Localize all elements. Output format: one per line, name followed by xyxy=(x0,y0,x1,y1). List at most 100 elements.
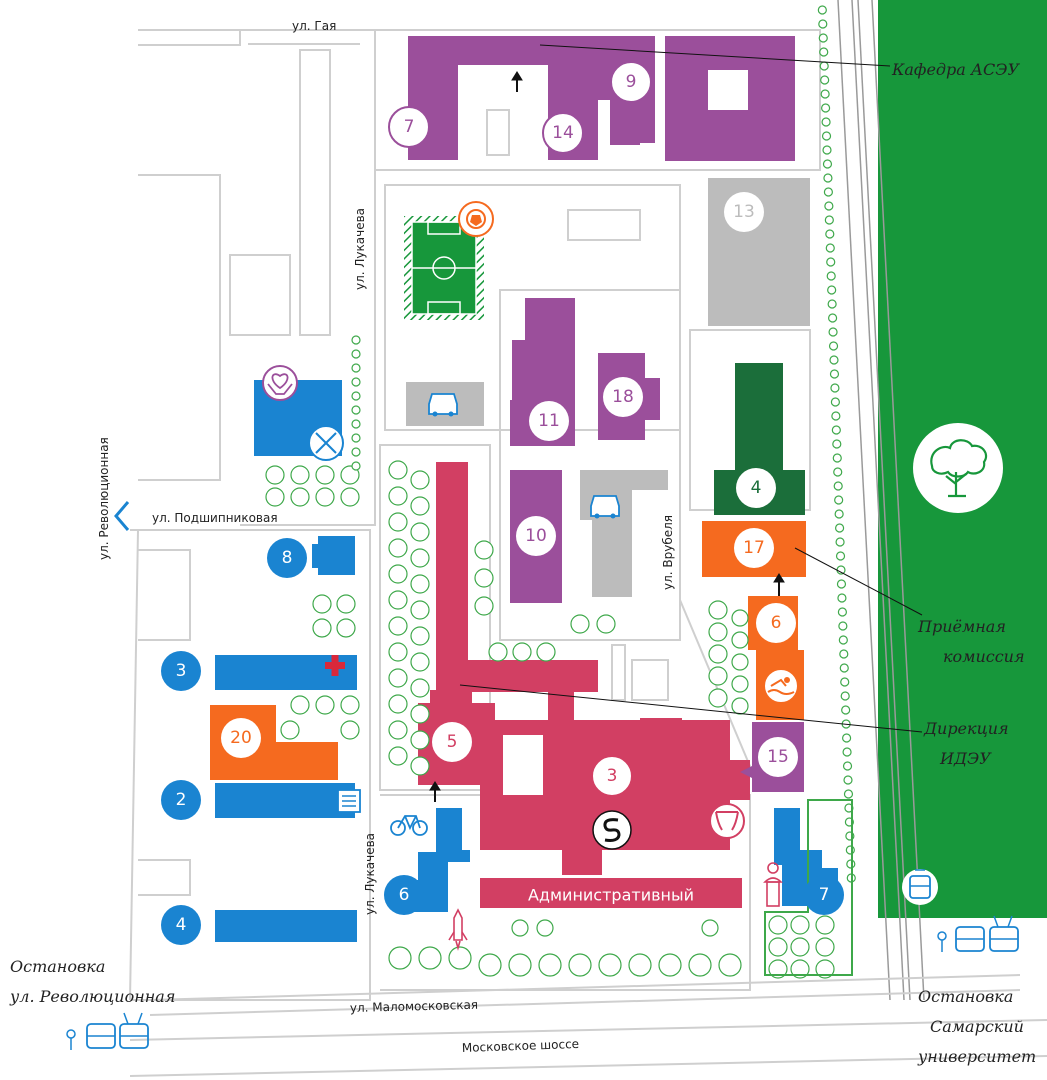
badge-6-blue[interactable]: 6 xyxy=(384,875,424,915)
tree xyxy=(830,397,841,407)
road-network xyxy=(129,29,1047,1077)
tree xyxy=(536,919,554,937)
trolleybus-icon-samara[interactable] xyxy=(989,915,1019,952)
tree xyxy=(833,481,843,491)
red-cross-icon[interactable] xyxy=(325,655,345,676)
tree xyxy=(265,487,285,507)
tree xyxy=(818,33,828,43)
tree xyxy=(336,594,356,614)
parking-lot-central[interactable] xyxy=(580,470,668,597)
badge-11-label: 11 xyxy=(538,411,560,431)
tree xyxy=(598,953,622,977)
heart-hands-icon[interactable] xyxy=(262,365,298,401)
badge-18[interactable]: 18 xyxy=(603,377,643,417)
badge-4-green[interactable]: 4 xyxy=(736,468,776,508)
tree xyxy=(315,695,335,715)
building-4-green[interactable] xyxy=(714,363,805,515)
rocket-icon[interactable] xyxy=(448,908,468,951)
tree xyxy=(831,425,841,435)
tree xyxy=(312,594,332,614)
tree xyxy=(351,433,361,443)
tram-icon[interactable] xyxy=(902,869,938,905)
badge-2-dorm[interactable]: 2 xyxy=(161,780,201,820)
badge-3-main-label: 3 xyxy=(607,766,618,786)
tree xyxy=(821,117,831,127)
theatre-icon[interactable] xyxy=(709,803,745,839)
bus-icon-rev[interactable] xyxy=(86,1023,116,1049)
samara-university-logo-icon[interactable] xyxy=(592,810,632,850)
tree xyxy=(410,522,430,542)
tree xyxy=(315,465,335,485)
badge-13[interactable]: 13 xyxy=(724,192,764,232)
bus-icon-samara[interactable] xyxy=(955,926,985,952)
tree xyxy=(827,285,837,295)
main-building-complex[interactable] xyxy=(418,462,750,908)
tree xyxy=(474,568,494,588)
tree xyxy=(839,663,849,673)
tree xyxy=(388,946,412,970)
car-icon-2[interactable] xyxy=(590,495,620,519)
badge-4-dorm[interactable]: 4 xyxy=(161,905,201,945)
badge-15[interactable]: 15 xyxy=(758,737,798,777)
tree xyxy=(825,229,835,239)
newspaper-icon[interactable] xyxy=(337,789,361,813)
tree xyxy=(838,635,848,645)
tree xyxy=(336,618,356,638)
stop-pin-samara xyxy=(937,931,947,952)
tree xyxy=(388,642,408,662)
badge-3-main[interactable]: 3 xyxy=(591,755,633,797)
tree xyxy=(290,695,310,715)
tree xyxy=(658,953,682,977)
tree xyxy=(826,271,836,281)
trolleybus-icon-rev[interactable] xyxy=(119,1012,149,1049)
badge-10[interactable]: 10 xyxy=(516,516,556,556)
tree xyxy=(508,953,532,977)
tree xyxy=(388,746,408,766)
tree xyxy=(688,953,712,977)
tree xyxy=(388,616,408,636)
street-moskovskoe: Московское шоссе xyxy=(462,1037,580,1055)
badge-14[interactable]: 14 xyxy=(542,112,584,154)
swimmer-icon[interactable] xyxy=(763,668,799,704)
tree xyxy=(265,465,285,485)
badge-5[interactable]: 5 xyxy=(432,722,472,762)
tree xyxy=(410,574,430,594)
badge-7-top[interactable]: 7 xyxy=(388,106,430,148)
bicycle-icon[interactable] xyxy=(390,815,428,836)
chevron-left-icon[interactable] xyxy=(114,501,130,531)
bust-monument-icon[interactable] xyxy=(763,862,783,907)
trees-layer xyxy=(265,5,856,979)
car-icon[interactable] xyxy=(428,393,458,417)
badge-8[interactable]: 8 xyxy=(267,538,307,578)
badge-6-orange[interactable]: 6 xyxy=(756,603,796,643)
tree xyxy=(826,257,836,267)
soccer-ball-icon[interactable] xyxy=(458,201,494,237)
badge-17[interactable]: 17 xyxy=(734,528,774,568)
street-podshipnikovaya: ул. Подшипниковая xyxy=(152,511,278,525)
fork-knife-icon[interactable] xyxy=(308,425,344,461)
badge-4-dorm-label: 4 xyxy=(176,915,187,935)
tree xyxy=(708,666,728,686)
tree xyxy=(840,691,850,701)
tree xyxy=(351,419,361,429)
badge-7-blue[interactable]: 7 xyxy=(804,875,844,915)
tree xyxy=(511,919,529,937)
tree xyxy=(837,607,848,617)
tree xyxy=(819,61,829,71)
badge-3-dorm[interactable]: 3 xyxy=(161,651,201,691)
badge-8-label: 8 xyxy=(282,548,293,568)
tree xyxy=(708,600,728,620)
tree xyxy=(474,540,494,560)
badge-4-green-label: 4 xyxy=(751,478,762,498)
callout-stop-sam-2: Самарский xyxy=(930,1017,1024,1036)
tree xyxy=(388,486,408,506)
badge-20[interactable]: 20 xyxy=(221,718,261,758)
tree xyxy=(410,470,430,490)
tree xyxy=(833,467,843,477)
tree-icon[interactable] xyxy=(913,423,1003,513)
badge-9[interactable]: 9 xyxy=(610,61,652,103)
tree xyxy=(410,626,430,646)
badge-11[interactable]: 11 xyxy=(529,401,569,441)
street-lukacheva-bottom: ул. Лукачева xyxy=(363,833,377,915)
tree xyxy=(828,327,838,337)
